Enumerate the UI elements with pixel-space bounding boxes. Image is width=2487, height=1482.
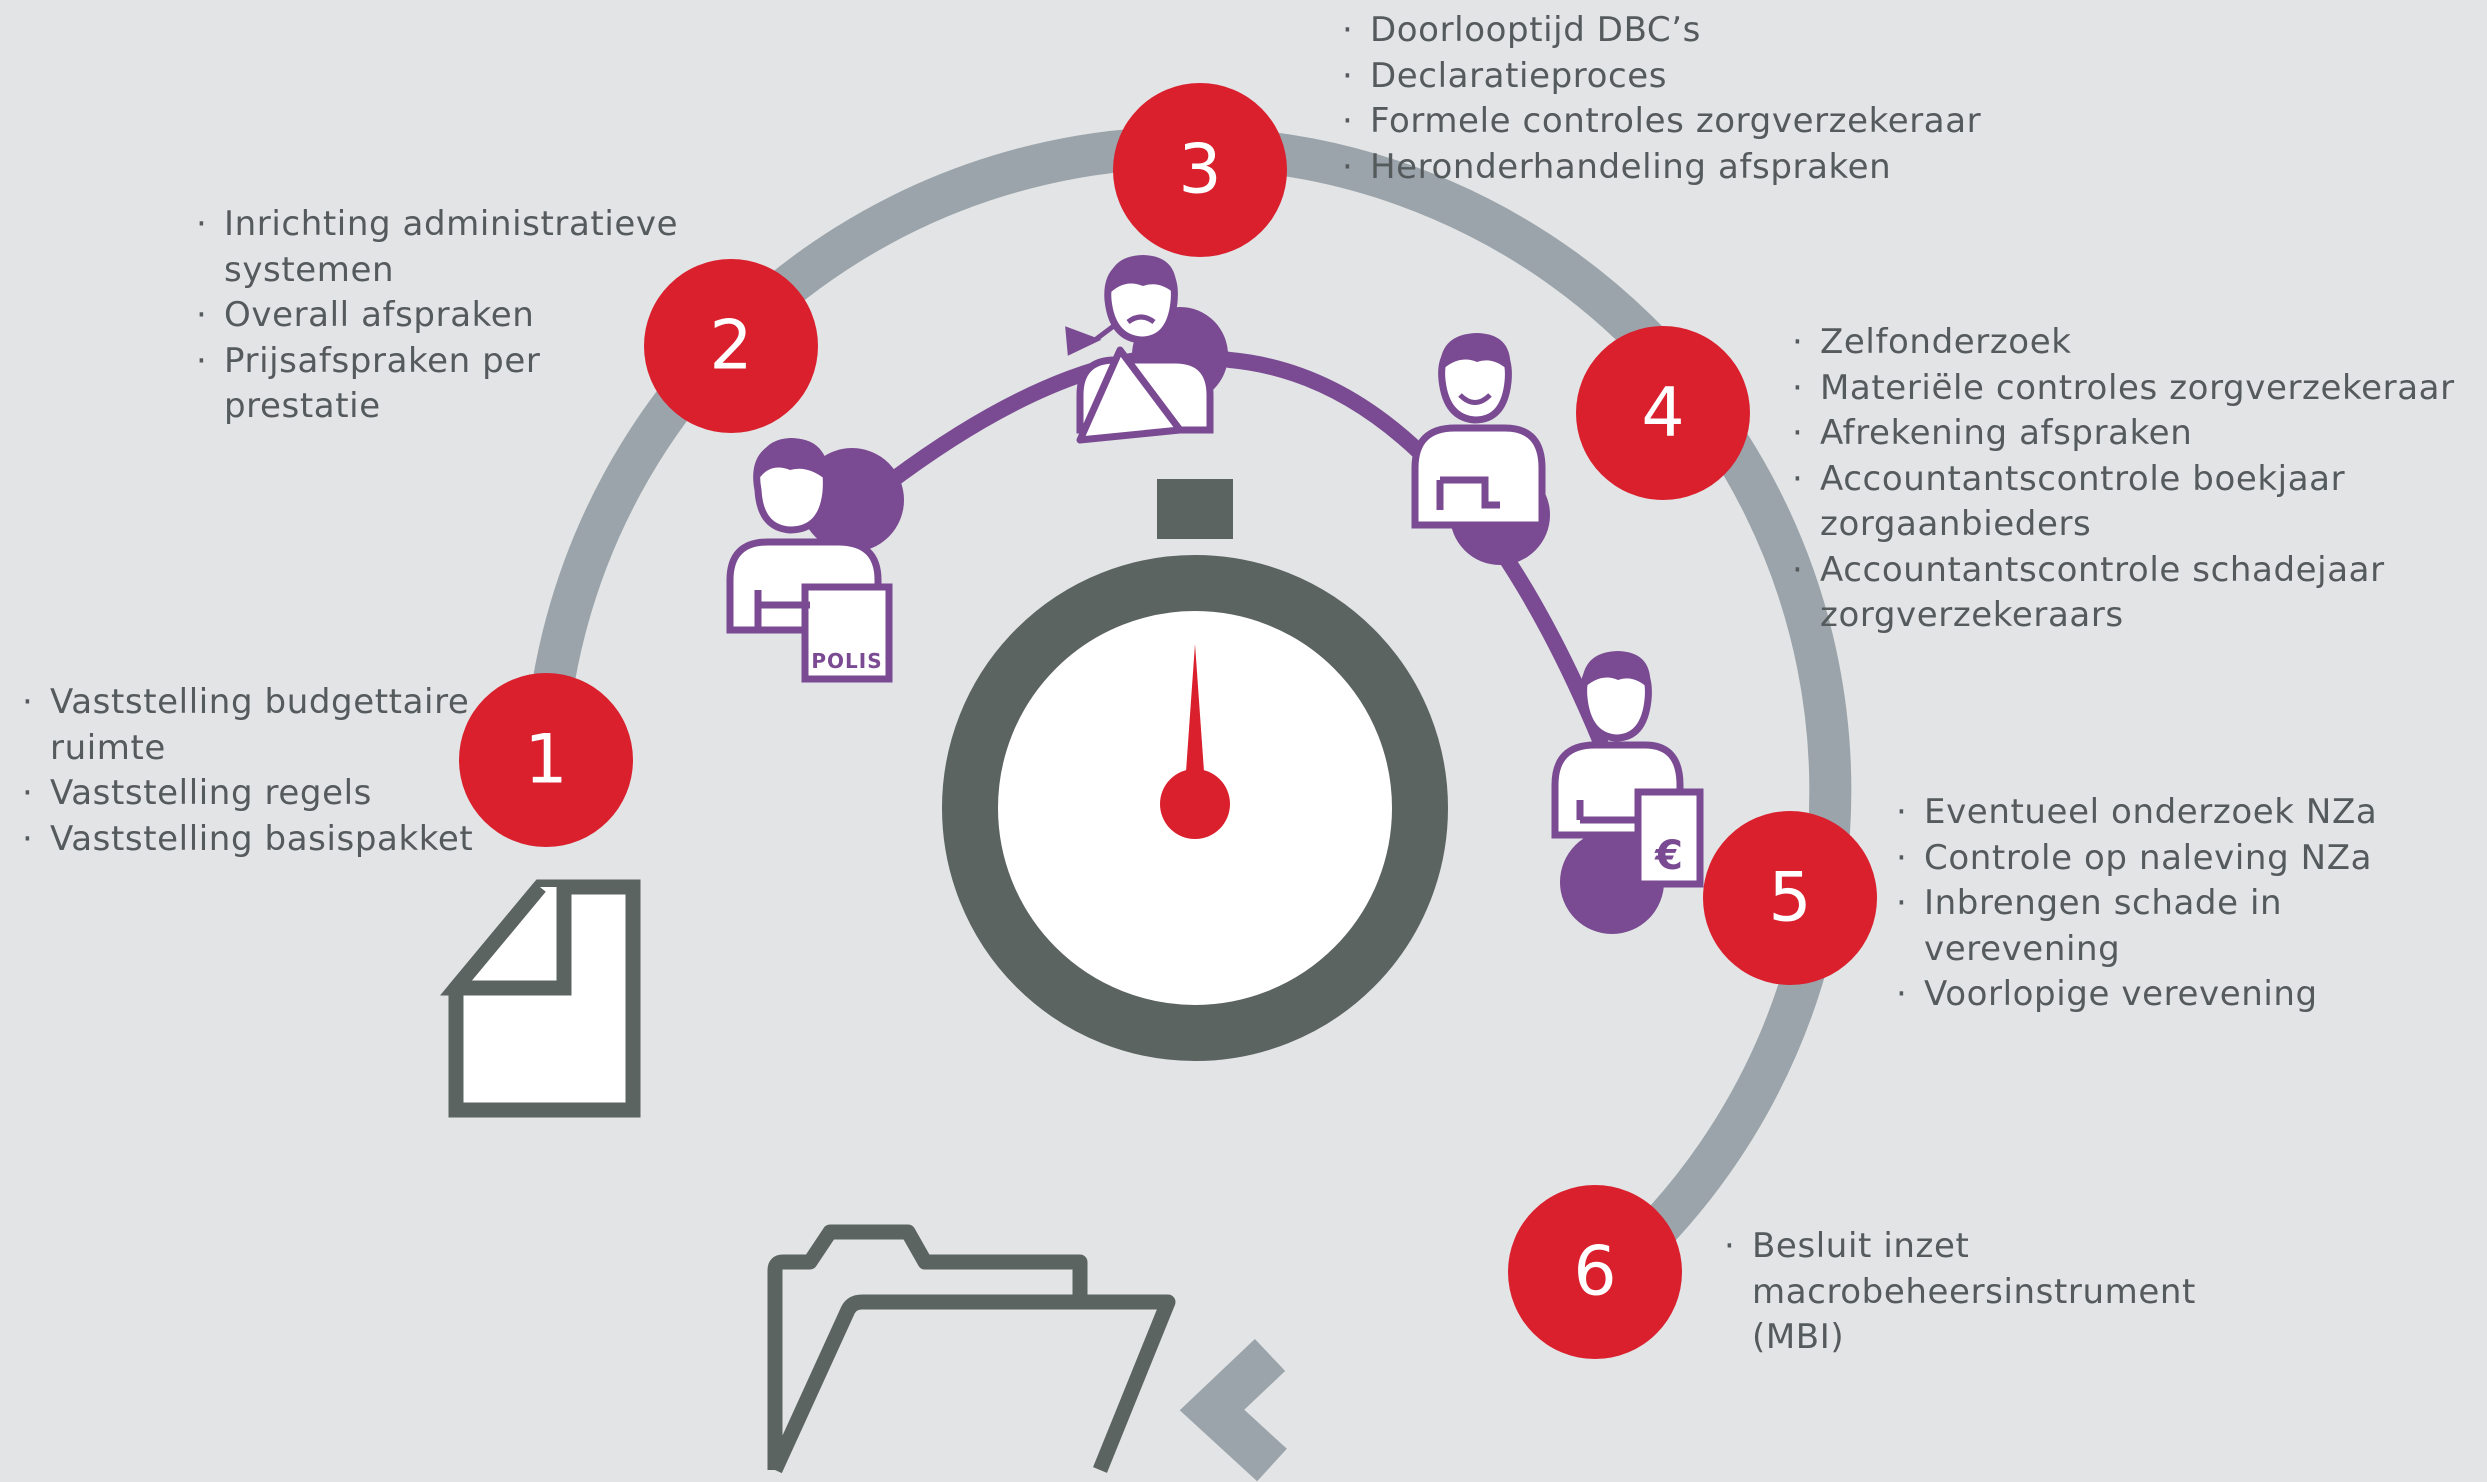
polis-label: POLIS bbox=[811, 649, 882, 673]
list-item: Controle op naleving NZa bbox=[1890, 836, 2480, 882]
step-5-list: Eventueel onderzoek NZa Controle op nale… bbox=[1890, 790, 2480, 1018]
list-item: Vaststelling budgettaire ruimte bbox=[16, 680, 476, 771]
list-item: Formele controles zorgverzekeraar bbox=[1336, 99, 2036, 145]
person-polis-icon: POLIS bbox=[726, 438, 904, 683]
list-item: Prijsafspraken per prestatie bbox=[190, 339, 680, 430]
list-item: Eventueel onderzoek NZa bbox=[1890, 790, 2480, 836]
folder-icon bbox=[767, 1224, 1176, 1474]
list-item: Heronderhandeling afspraken bbox=[1336, 145, 2036, 191]
euro-label: € bbox=[1654, 833, 1683, 879]
list-item: Vaststelling basispakket bbox=[16, 817, 476, 863]
step-6-number: 6 bbox=[1573, 1233, 1616, 1312]
step-4-marker: 4 bbox=[1576, 326, 1750, 500]
step-3-list: Doorlooptijd DBC’s Declaratieproces Form… bbox=[1336, 8, 2036, 190]
list-item: Materiële controles zorgverzekeraar bbox=[1786, 366, 2476, 412]
step-4-list: Zelfonderzoek Materiële controles zorgve… bbox=[1786, 320, 2476, 639]
document-icon bbox=[440, 879, 641, 1118]
stopwatch-icon bbox=[942, 479, 1448, 1061]
list-item: Overall afspraken bbox=[190, 293, 680, 339]
list-item: Zelfonderzoek bbox=[1786, 320, 2476, 366]
list-item: Doorlooptijd DBC’s bbox=[1336, 8, 2036, 54]
step-4-number: 4 bbox=[1641, 374, 1684, 453]
step-1-marker: 1 bbox=[459, 673, 633, 847]
list-item: Afrekening afspraken bbox=[1786, 411, 2476, 457]
person-smile-icon bbox=[1411, 333, 1550, 565]
step-3-number: 3 bbox=[1178, 131, 1221, 210]
list-item: Accountantscontrole schadejaar zorgverze… bbox=[1786, 548, 2476, 639]
person-euro-icon: € bbox=[1551, 651, 1704, 934]
step-1-number: 1 bbox=[524, 721, 567, 800]
step-2-marker: 2 bbox=[644, 259, 818, 433]
list-item: Inbrengen schade in verevening bbox=[1890, 881, 2480, 972]
step-2-number: 2 bbox=[709, 307, 752, 386]
step-5-number: 5 bbox=[1768, 859, 1811, 938]
list-item: Accountantscontrole boekjaar zorgaanbied… bbox=[1786, 457, 2476, 548]
step-6-list: Besluit inzet macrobeheersinstrument (MB… bbox=[1718, 1224, 2218, 1361]
cycle-arrowhead bbox=[1179, 1339, 1287, 1482]
list-item: Besluit inzet macrobeheersinstrument (MB… bbox=[1718, 1224, 2218, 1361]
person-sling-icon bbox=[1065, 255, 1228, 444]
list-item: Declaratieproces bbox=[1336, 54, 2036, 100]
step-6-marker: 6 bbox=[1508, 1185, 1682, 1359]
list-item: Vaststelling regels bbox=[16, 771, 476, 817]
list-item: Inrichting administratieve systemen bbox=[190, 202, 680, 293]
step-3-marker: 3 bbox=[1113, 83, 1287, 257]
step-2-list: Inrichting administratieve systemen Over… bbox=[190, 202, 680, 430]
step-1-list: Vaststelling budgettaire ruimte Vaststel… bbox=[16, 680, 476, 862]
list-item: Voorlopige verevening bbox=[1890, 972, 2480, 1018]
step-5-marker: 5 bbox=[1703, 811, 1877, 985]
